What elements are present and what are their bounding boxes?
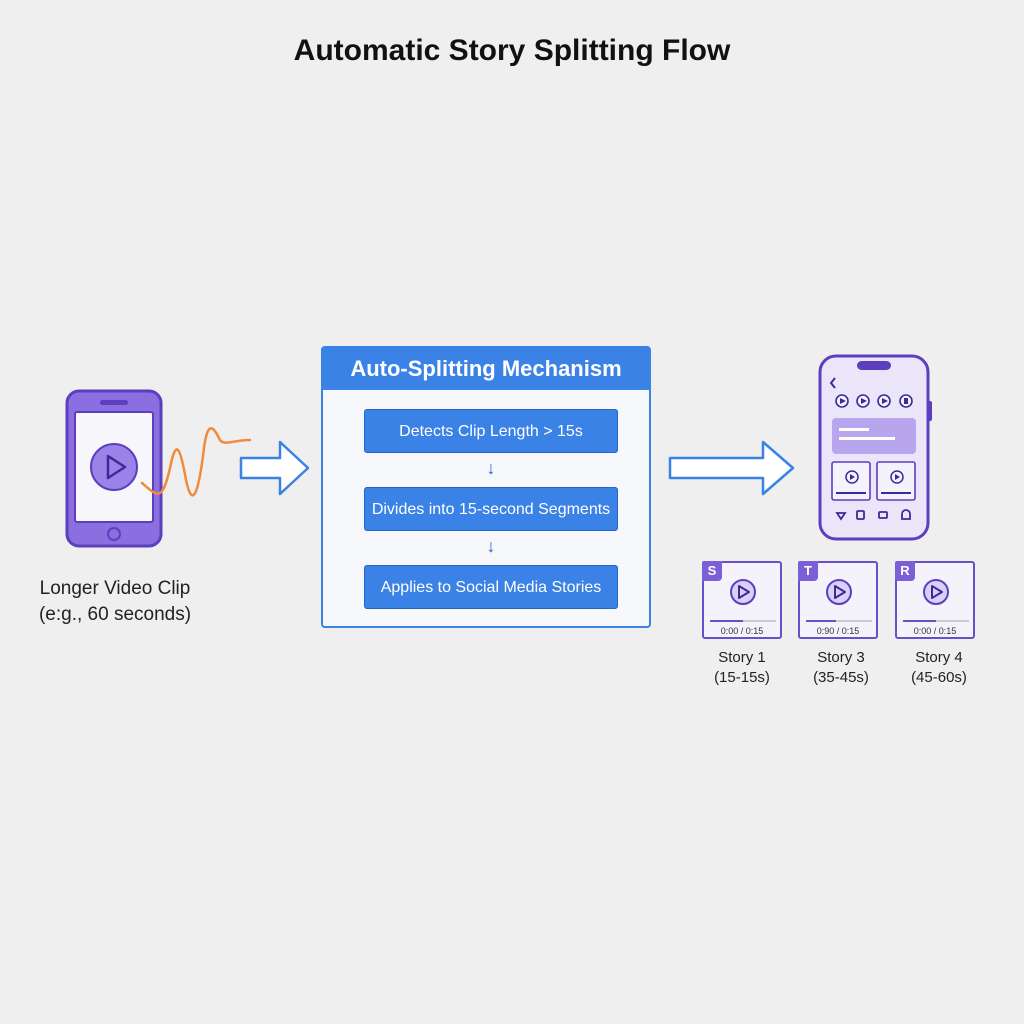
story-caption: Story 1 (15-15s) [687, 648, 797, 688]
story-card[interactable]: S 0:00 / 0:15 [702, 561, 782, 639]
step-detect-length: Detects Clip Length > 15s [364, 409, 618, 453]
story-progress-fill [806, 620, 836, 622]
source-caption: Longer Video Clip (e:g., 60 seconds) [20, 576, 210, 628]
story-progress-track[interactable] [903, 620, 969, 622]
story-badge: R [895, 561, 915, 581]
story-caption: Story 3 (35-45s) [786, 648, 896, 688]
story-progress-fill [903, 620, 936, 622]
flow-arrow-right-icon [668, 440, 795, 496]
step-divide-segments: Divides into 15-second Segments [364, 487, 618, 531]
story-card[interactable]: R 0:00 / 0:15 [895, 561, 975, 639]
story-time: 0:00 / 0:15 [913, 626, 957, 636]
story-caption: Story 4 (45-60s) [884, 648, 994, 688]
story-name: Story 1 [718, 649, 766, 666]
story-card[interactable]: T 0:90 / 0:15 [798, 561, 878, 639]
story-progress-fill [710, 620, 743, 622]
play-icon [923, 579, 949, 605]
step-down-arrow-icon: ↓ [486, 458, 496, 478]
story-range: (15-15s) [714, 669, 770, 686]
story-time: 0:00 / 0:15 [720, 626, 764, 636]
social-app-phone-icon [818, 354, 932, 541]
story-progress-track[interactable] [710, 620, 776, 622]
story-badge: T [798, 561, 818, 581]
story-range: (45-60s) [911, 669, 967, 686]
story-time: 0:90 / 0:15 [816, 626, 860, 636]
diagram-title: Automatic Story Splitting Flow [293, 34, 731, 67]
play-icon [826, 579, 852, 605]
step-apply-stories: Applies to Social Media Stories [364, 565, 618, 609]
flow-arrow-right-icon [239, 440, 310, 496]
story-name: Story 3 [817, 649, 865, 666]
mechanism-header: Auto-Splitting Mechanism [323, 348, 649, 390]
source-caption-line1: Longer Video Clip [39, 578, 191, 599]
story-badge: S [702, 561, 722, 581]
story-progress-track[interactable] [806, 620, 872, 622]
source-phone-icon [65, 389, 252, 548]
story-range: (35-45s) [813, 669, 869, 686]
play-icon [730, 579, 756, 605]
story-name: Story 4 [915, 649, 963, 666]
auto-splitting-mechanism-panel: Auto-Splitting Mechanism Detects Clip Le… [321, 346, 651, 628]
step-down-arrow-icon: ↓ [486, 536, 496, 556]
source-caption-line2: (e:g., 60 seconds) [38, 604, 192, 625]
